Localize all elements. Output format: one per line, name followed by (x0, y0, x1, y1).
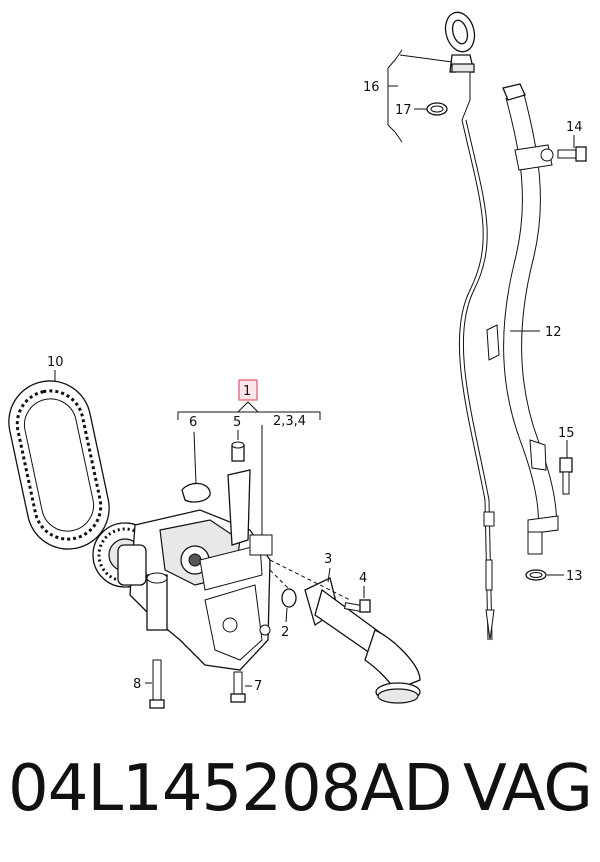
bolt-8[interactable] (149, 659, 165, 709)
callout-15[interactable]: 15 (558, 426, 575, 441)
suction-pipe[interactable] (304, 577, 421, 704)
callout-6[interactable]: 6 (189, 415, 197, 430)
callout-14[interactable]: 14 (566, 120, 583, 135)
o-ring-2[interactable] (281, 588, 297, 608)
part-caption: 04L145208AD VAG (8, 752, 598, 842)
callout-10[interactable]: 10 (47, 355, 64, 370)
callout-16[interactable]: 16 (363, 80, 380, 95)
bolt-4[interactable] (344, 599, 371, 613)
bolt-14[interactable] (557, 146, 587, 162)
bolt-7[interactable] (230, 671, 246, 703)
callout-4[interactable]: 4 (359, 571, 367, 586)
drive-belt[interactable] (1, 373, 117, 556)
callout-12[interactable]: 12 (545, 325, 562, 340)
bolt-15[interactable] (559, 457, 573, 495)
callout-7[interactable]: 7 (254, 679, 262, 694)
dipstick[interactable] (441, 9, 495, 641)
exploded-parts-diagram: 1 2,3,4 5 6 2 3 4 7 8 10 12 13 14 15 16 … (1, 9, 587, 709)
brand-name: VAG (463, 752, 593, 826)
callout-1[interactable]: 1 (243, 384, 251, 399)
oil-pump-assembly[interactable] (92, 469, 273, 671)
seal-6[interactable] (181, 482, 211, 503)
callout-13[interactable]: 13 (566, 569, 583, 584)
callout-3[interactable]: 3 (324, 552, 332, 567)
part-number: 04L145208AD (8, 752, 452, 826)
callout-17[interactable]: 17 (395, 103, 412, 118)
callout-234[interactable]: 2,3,4 (273, 414, 306, 429)
sleeve-5[interactable] (231, 441, 245, 462)
callout-5[interactable]: 5 (233, 415, 241, 430)
callout-2[interactable]: 2 (281, 625, 289, 640)
dipstick-guide-tube[interactable] (486, 83, 559, 555)
leader-lines (54, 49, 575, 687)
callout-8[interactable]: 8 (133, 677, 141, 692)
callout-1-highlight (238, 379, 258, 401)
